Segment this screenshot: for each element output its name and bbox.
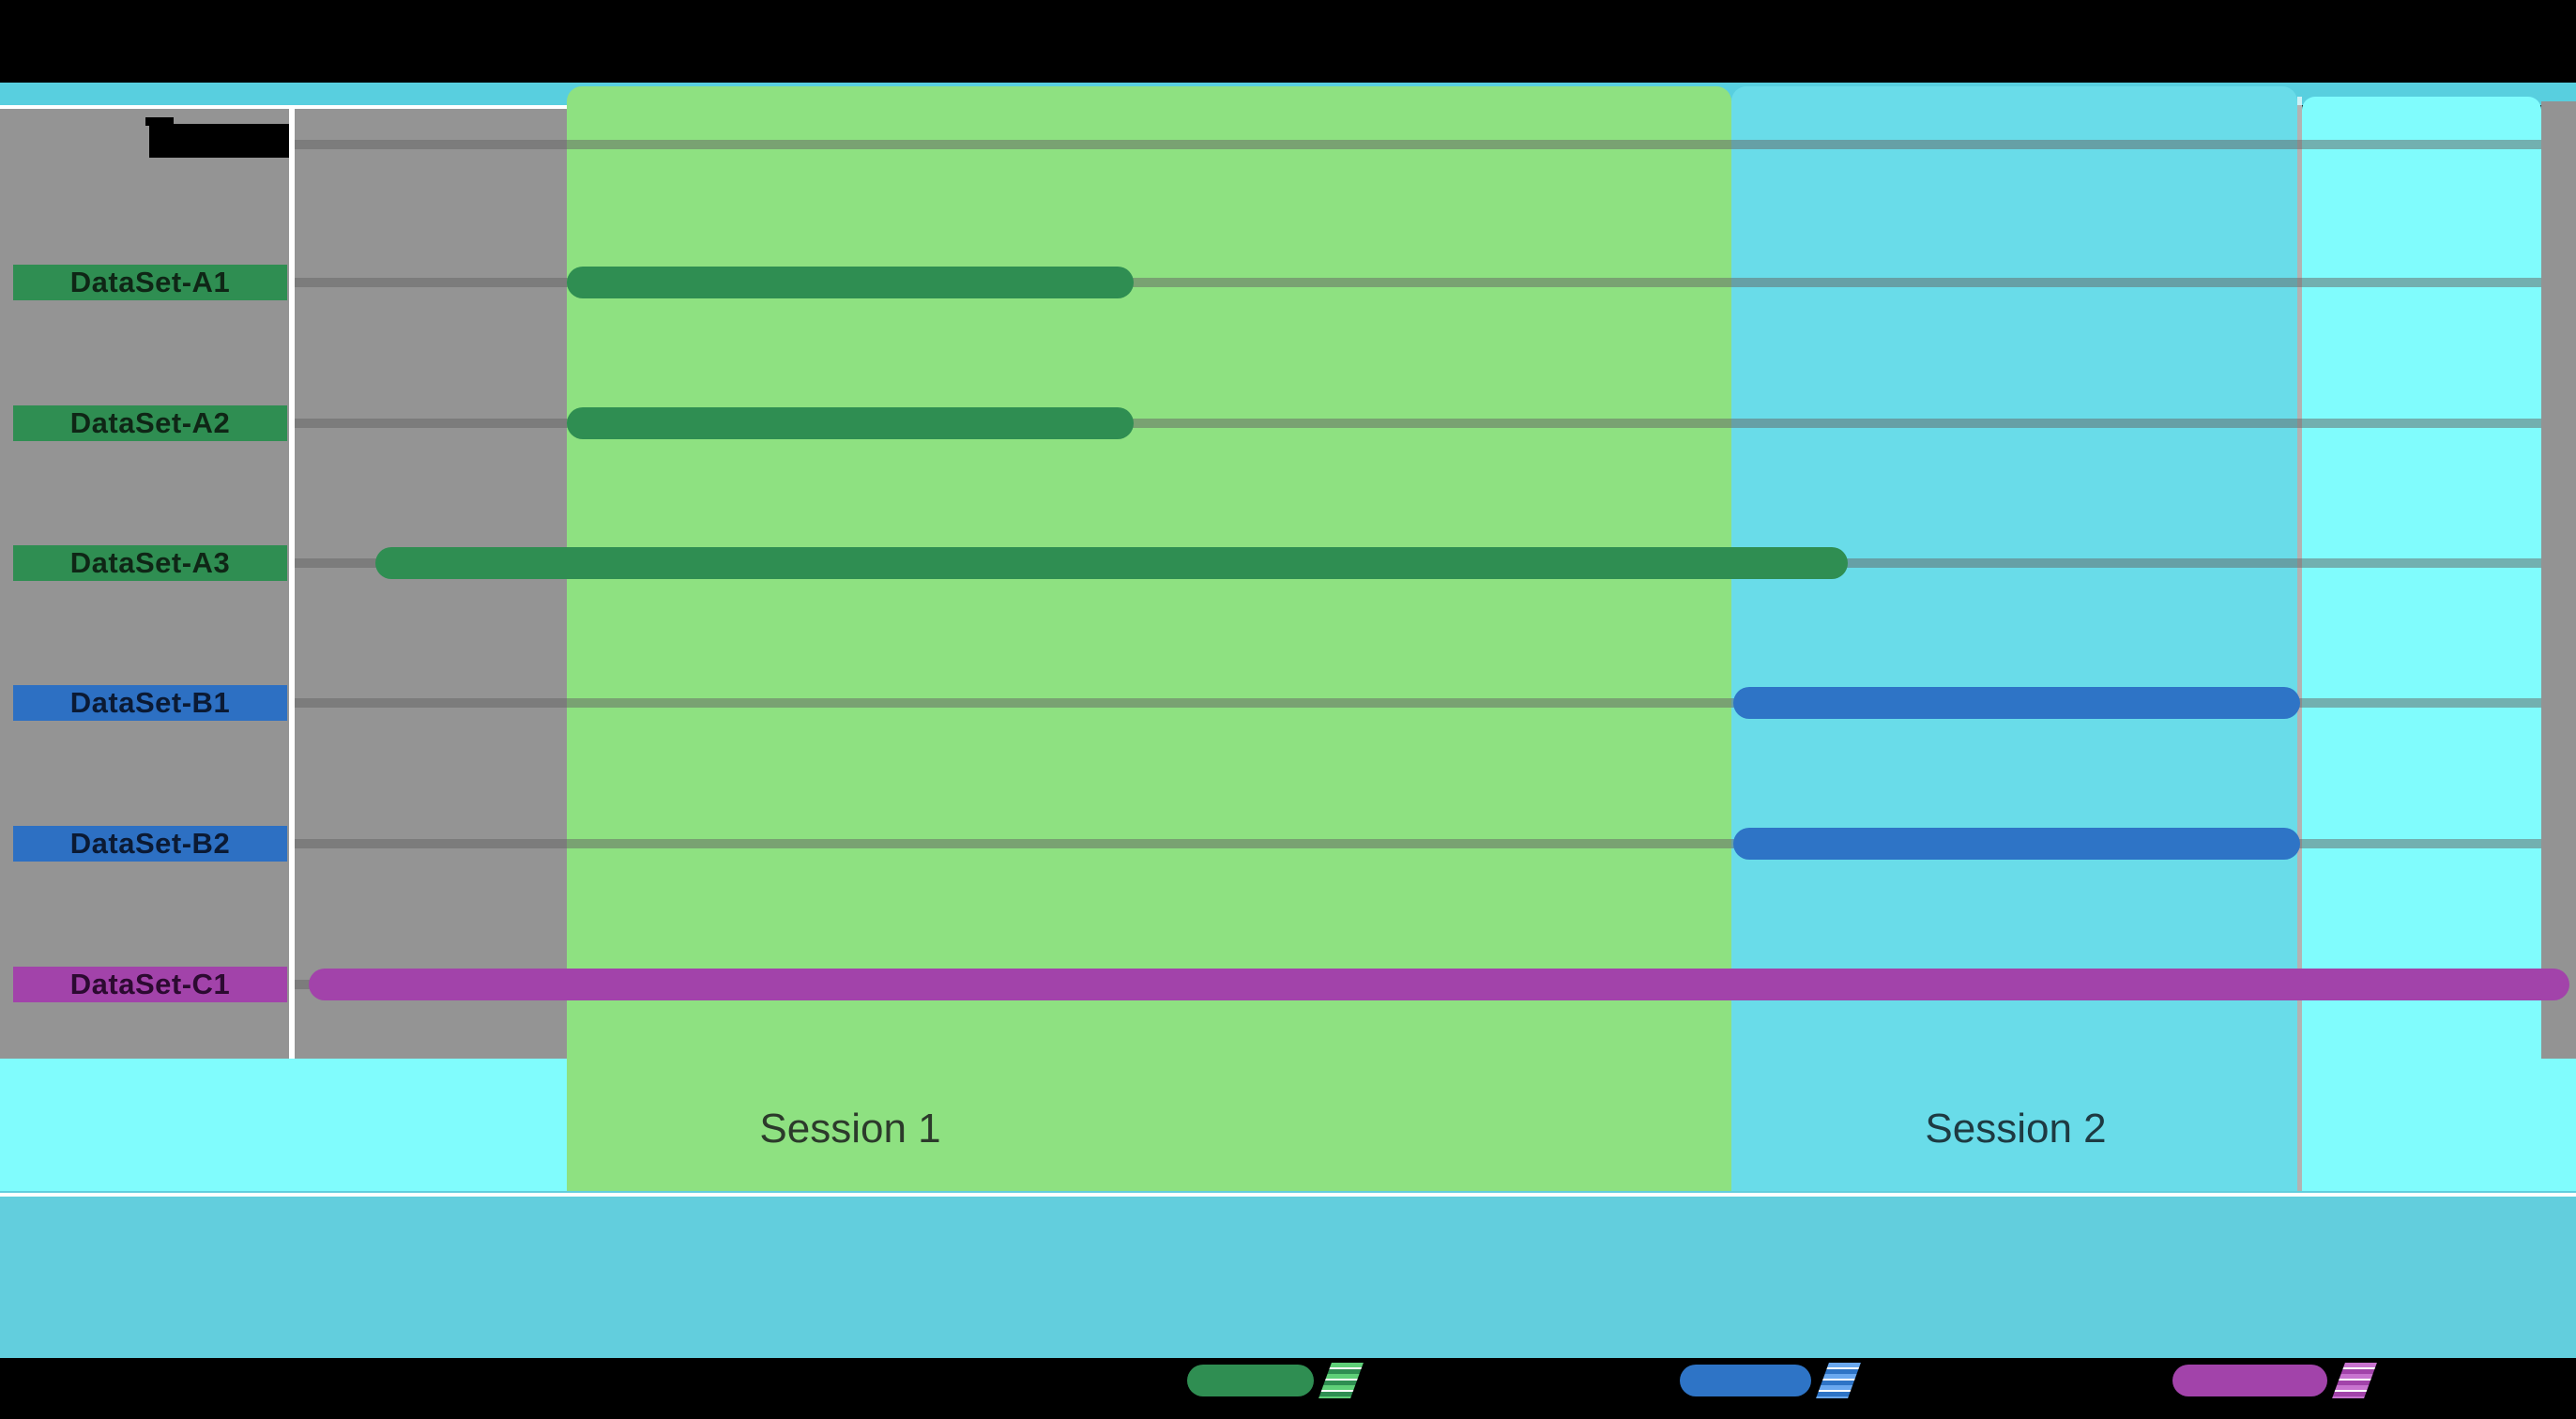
top-white-hairline bbox=[0, 105, 567, 109]
row-gridline bbox=[295, 140, 2541, 149]
row-label-chip: DataSet-C1 bbox=[13, 967, 287, 1002]
row-gridline bbox=[295, 698, 2541, 708]
gantt-bar bbox=[375, 547, 1848, 579]
pre-session-plot-area bbox=[295, 105, 567, 1059]
legend-slash-glitch bbox=[2332, 1363, 2377, 1398]
footer-white-hairline bbox=[0, 1193, 2576, 1197]
row-label-text: DataSet-A2 bbox=[69, 406, 231, 439]
gantt-bar bbox=[309, 969, 2569, 1000]
row-label-text: DataSet-A1 bbox=[69, 266, 231, 298]
gantt-bar bbox=[567, 407, 1134, 439]
session-1-band: Session 1 bbox=[567, 86, 1731, 1191]
row-label-chip: DataSet-A2 bbox=[13, 405, 287, 441]
redacted-label-tab bbox=[145, 117, 174, 126]
row-label-chip: DataSet-B1 bbox=[13, 685, 287, 721]
gantt-bar bbox=[1733, 687, 2300, 719]
right-cyan-band bbox=[2302, 97, 2541, 1191]
row-label-text: DataSet-B2 bbox=[69, 827, 231, 860]
session-1-label: Session 1 bbox=[759, 1106, 941, 1152]
row-label-text: DataSet-C1 bbox=[69, 968, 231, 1000]
axis-divider-line bbox=[289, 105, 295, 1059]
row-gridline bbox=[295, 419, 2541, 428]
legend-slash-glitch bbox=[1816, 1363, 1861, 1398]
footer-cyan-area bbox=[0, 1191, 2576, 1358]
redacted-row-label: T bbox=[149, 124, 289, 158]
row-label-text: DataSet-B1 bbox=[69, 686, 231, 719]
gantt-bar bbox=[567, 267, 1134, 298]
band-gap-line bbox=[2297, 97, 2302, 1191]
row-label-chip: DataSet-B2 bbox=[13, 826, 287, 862]
legend-slash-glitch bbox=[1318, 1363, 1364, 1398]
row-gridline bbox=[295, 839, 2541, 848]
row-label-chip: DataSet-A3 bbox=[13, 545, 287, 581]
green-series-swatch bbox=[1187, 1365, 1314, 1396]
top-letterbox-bar bbox=[0, 0, 2576, 83]
right-gray-sliver bbox=[2541, 101, 2576, 1059]
gantt-bar bbox=[1733, 828, 2300, 860]
session-2-band: Session 2 bbox=[1731, 86, 2297, 1191]
bottom-letterbox-bar bbox=[0, 1358, 2576, 1419]
bottom-right-cyan-block bbox=[2541, 1059, 2576, 1191]
session-2-label: Session 2 bbox=[1925, 1106, 2107, 1152]
bottom-left-cyan-block bbox=[0, 1059, 567, 1191]
row-gridline bbox=[295, 278, 2541, 287]
row-label-text: DataSet-A3 bbox=[69, 546, 231, 579]
purple-series-swatch bbox=[2172, 1365, 2327, 1396]
blue-series-swatch bbox=[1680, 1365, 1811, 1396]
row-label-panel bbox=[0, 105, 289, 1059]
row-label-chip: DataSet-A1 bbox=[13, 265, 287, 300]
